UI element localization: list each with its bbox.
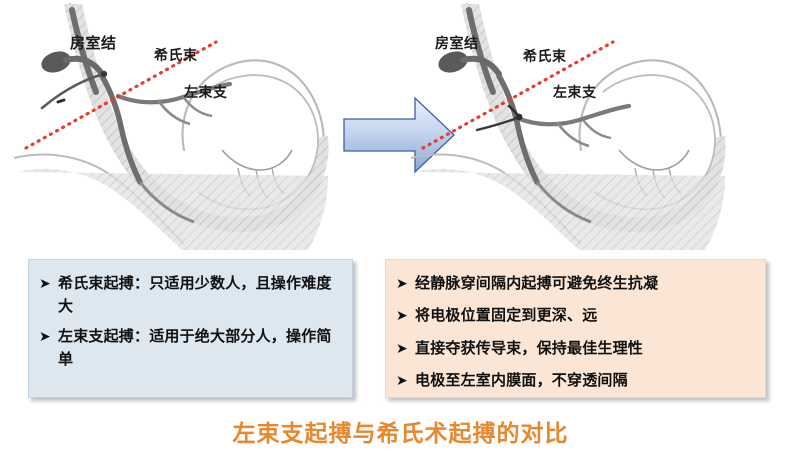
page-title: 左束支起搏与希氏术起搏的对比 [232, 421, 569, 447]
list-item: ➤ 经静脉穿间隔内起搏可避免终生抗凝 [396, 272, 755, 295]
bullet-text: 左束支起搏：适用于绝大部分人，操作简单 [58, 326, 332, 368]
label-av-node-left: 房室结 [70, 34, 117, 52]
label-his-bundle-left: 希氏束 [154, 48, 198, 64]
transition-arrow [341, 93, 457, 177]
bullet-arrow-icon: ➤ [396, 307, 408, 324]
bullet-arrow-icon: ➤ [396, 275, 408, 291]
list-item: ➤ 将电极位置固定到更深、远 [396, 304, 755, 327]
list-item: ➤ 希氏束起搏：只适用少数人，且操作难度大 [39, 272, 342, 319]
bullet-arrow-icon: ➤ [396, 371, 408, 388]
bullet-arrow-icon: ➤ [39, 327, 51, 344]
list-item: ➤ 直接夺获传导束，保持最佳生理性 [396, 337, 755, 360]
bullet-text: 将电极位置固定到更深、远 [415, 306, 598, 325]
list-item: ➤ 左束支起搏：适用于绝大部分人，操作简单 [39, 325, 342, 372]
bullet-text: 电极至左室内膜面，不穿透间隔 [415, 370, 628, 389]
bullet-text: 经静脉穿间隔内起搏可避免终生抗凝 [415, 274, 659, 292]
heart-diagram-right: 房室结 希氏束 左束支 [405, 0, 765, 250]
label-av-node-right: 房室结 [435, 36, 479, 52]
bullet-box-lbb-pacing: ➤ 经静脉穿间隔内起搏可避免终生抗凝 ➤ 将电极位置固定到更深、远 ➤ 直接夺获… [385, 259, 766, 398]
label-his-bundle-right: 希氏束 [523, 49, 567, 65]
label-left-bundle-left: 左束支 [184, 85, 228, 101]
label-left-bundle-right: 左束支 [553, 85, 597, 101]
list-item: ➤ 电极至左室内膜面，不穿透间隔 [396, 369, 755, 392]
bullet-text: 直接夺获传导束，保持最佳生理性 [415, 338, 644, 357]
bullet-text: 希氏束起搏：只适用少数人，且操作难度大 [58, 274, 332, 316]
bullet-box-his-pacing: ➤ 希氏束起搏：只适用少数人，且操作难度大 ➤ 左束支起搏：适用于绝大部分人，操… [28, 259, 353, 398]
bullet-arrow-icon: ➤ [396, 339, 408, 356]
bullet-arrow-icon: ➤ [39, 275, 51, 291]
heart-diagram-left: 房室结 希氏束 左束支 [8, 0, 368, 250]
